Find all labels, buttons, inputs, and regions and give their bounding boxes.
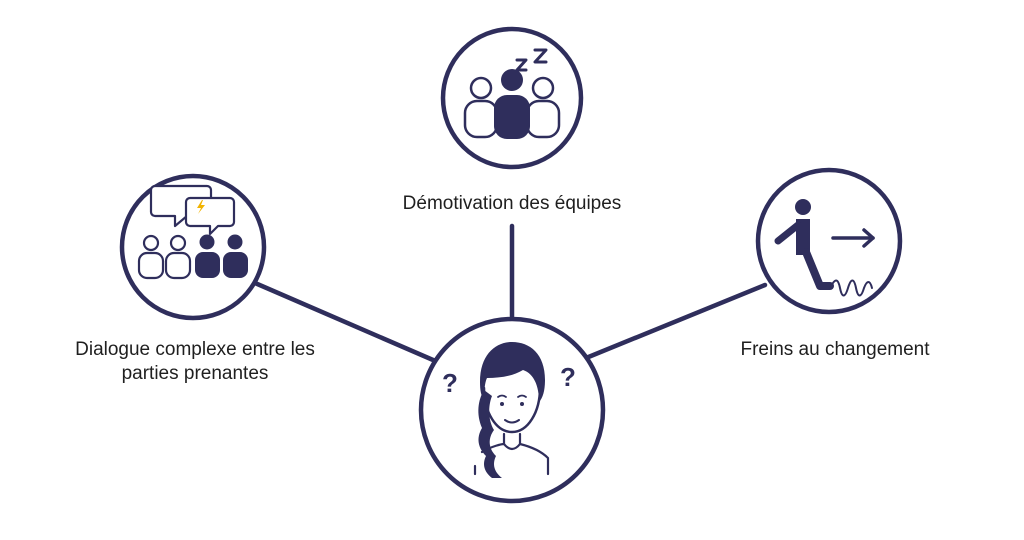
label-dialogue: Dialogue complexe entre les parties pren… [40,338,350,386]
label-demotivation: Démotivation des équipes [402,193,622,214]
node-left [119,173,267,321]
confused-woman-icon [473,342,550,478]
resistance-to-change-icon [774,199,875,297]
connector-left [252,280,443,366]
node-top [440,26,584,170]
node-right [755,167,903,315]
node-center: ? ? [418,316,606,504]
label-freins: Freins au changement [740,339,930,360]
team-dialogue-icon [137,184,248,280]
connector-right [583,282,768,361]
label-dialogue-line1: Dialogue complexe entre les [75,339,315,360]
question-mark-right: ? [560,362,576,392]
sleepy-team-icon [463,48,561,139]
label-dialogue-line2: parties prenantes [121,363,269,384]
question-mark-left: ? [442,368,458,398]
spark-icon [197,200,205,214]
